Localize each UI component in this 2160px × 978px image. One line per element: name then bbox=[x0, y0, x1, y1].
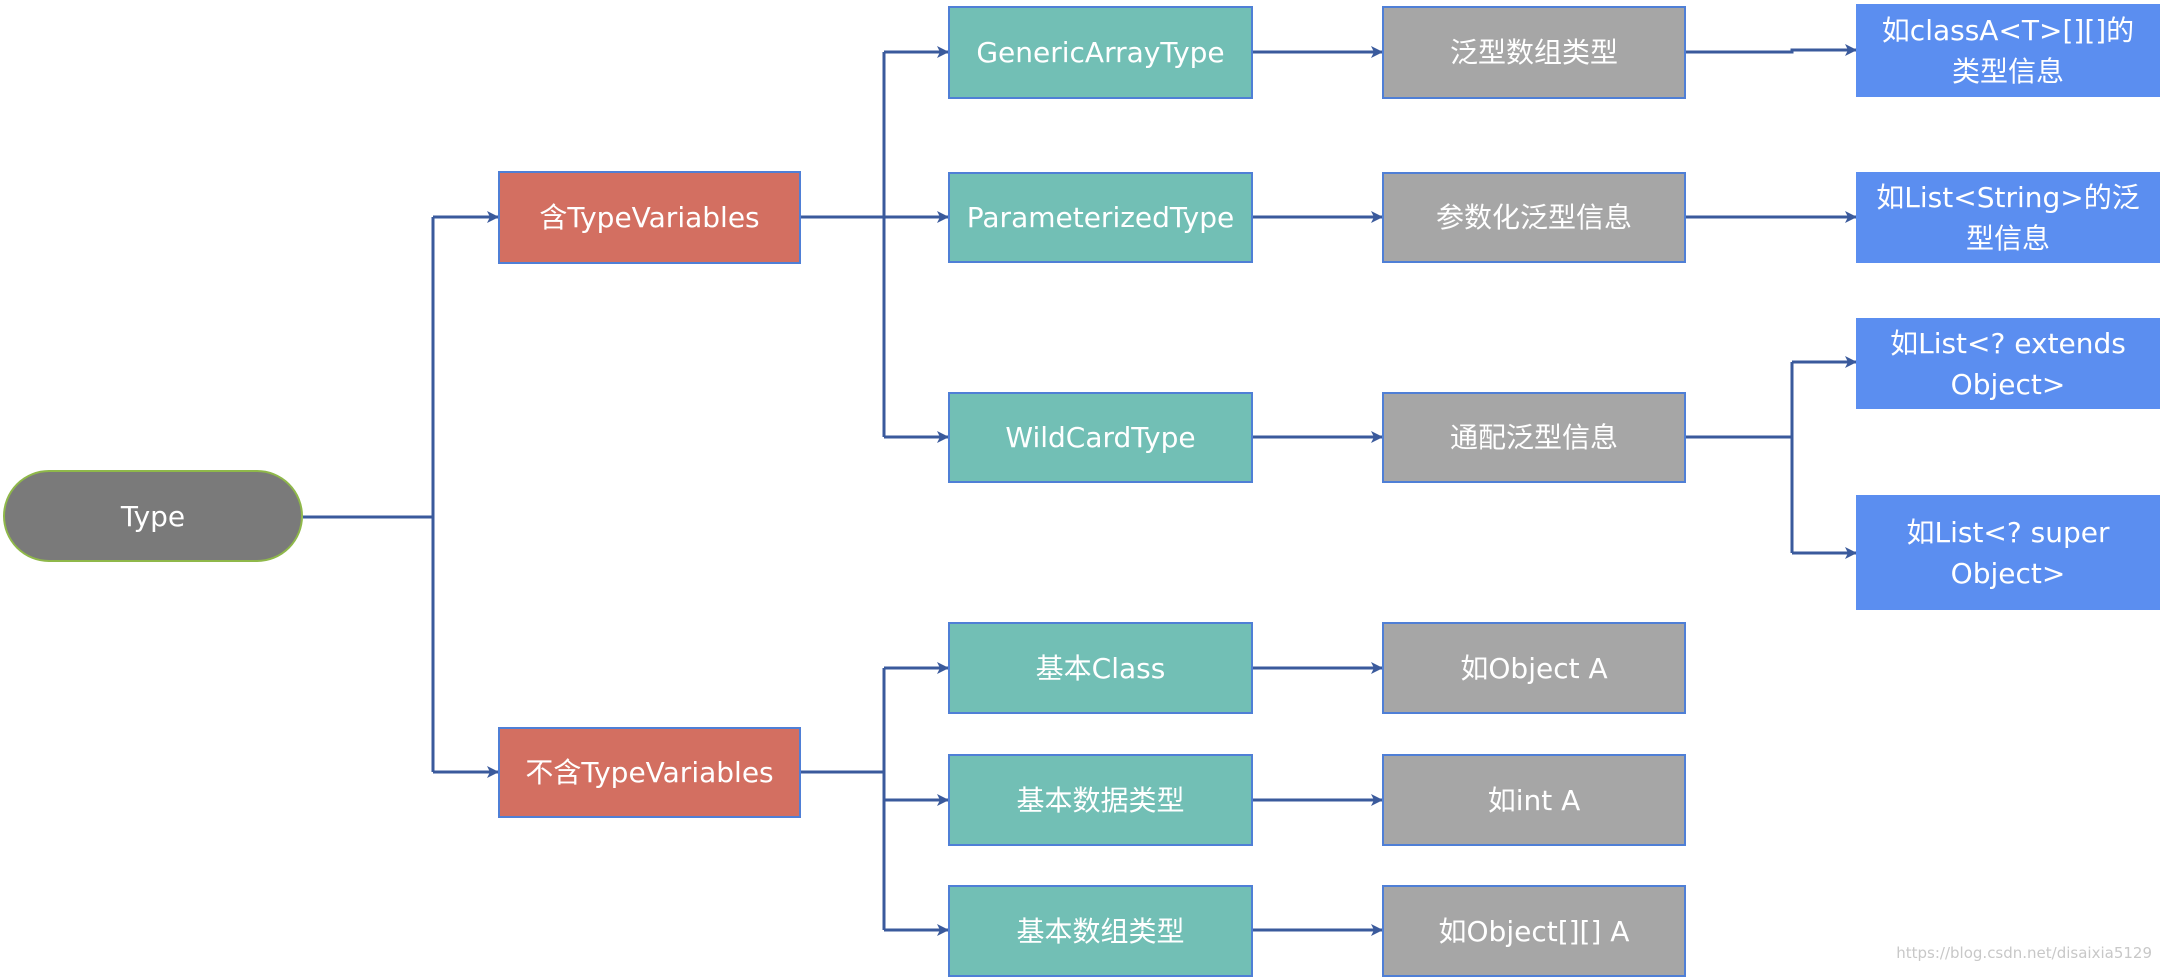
example-class-array: 如classA<T>[][]的 类型信息 bbox=[1856, 4, 2160, 97]
desc-int-a: 如int A bbox=[1382, 754, 1686, 846]
example-list-extends: 如List<? extends Object> bbox=[1856, 318, 2160, 409]
desc-object-a: 如Object A bbox=[1382, 622, 1686, 714]
desc-wildcard: 通配泛型信息 bbox=[1382, 392, 1686, 483]
desc-object-array-a: 如Object[][] A bbox=[1382, 885, 1686, 977]
category-without-typevariables: 不含TypeVariables bbox=[498, 727, 801, 818]
watermark-text: https://blog.csdn.net/disaixia5129 bbox=[1896, 944, 2152, 962]
example-list-super: 如List<? super Object> bbox=[1856, 495, 2160, 610]
type-basic-array-type: 基本数组类型 bbox=[948, 885, 1253, 977]
category-with-typevariables: 含TypeVariables bbox=[498, 171, 801, 264]
type-basic-data-type: 基本数据类型 bbox=[948, 754, 1253, 846]
connector-desc1-example1 bbox=[1686, 44, 1857, 56]
type-genericarraytype: GenericArrayType bbox=[948, 6, 1253, 99]
desc-parameterized: 参数化泛型信息 bbox=[1382, 172, 1686, 263]
type-parameterizedtype: ParameterizedType bbox=[948, 172, 1253, 263]
example-list-string: 如List<String>的泛 型信息 bbox=[1856, 172, 2160, 263]
desc-generic-array: 泛型数组类型 bbox=[1382, 6, 1686, 99]
type-basic-class: 基本Class bbox=[948, 622, 1253, 714]
type-wildcardtype: WildCardType bbox=[948, 392, 1253, 483]
root-node-type: Type bbox=[3, 470, 303, 562]
